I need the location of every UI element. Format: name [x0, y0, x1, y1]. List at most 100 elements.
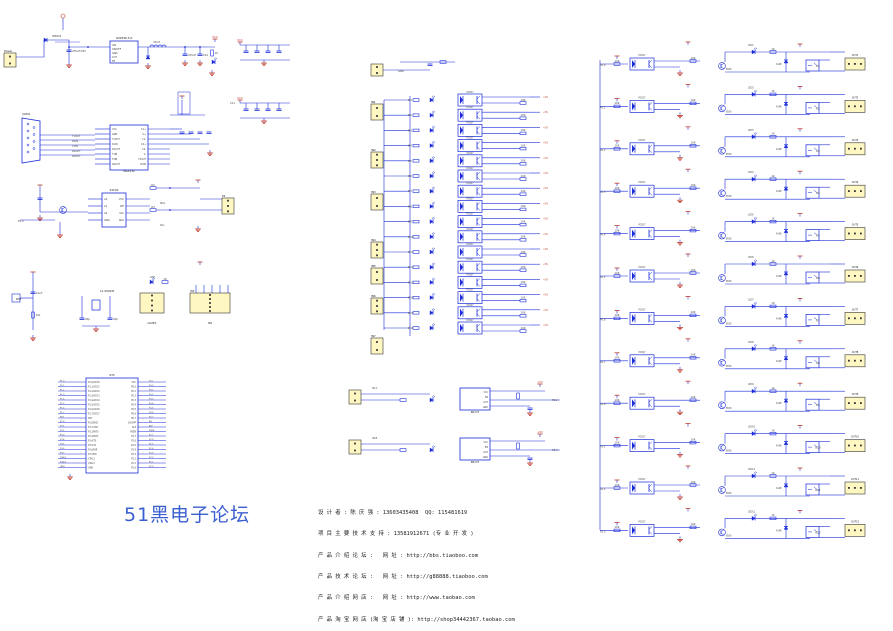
led-ray	[753, 386, 756, 389]
resistor	[399, 398, 407, 402]
eeprom-label: 24C02	[109, 188, 118, 192]
resistor-label: 10K	[520, 295, 525, 299]
relay-diode-label: 4148	[776, 529, 782, 532]
mcu-net-label: P3.3	[60, 435, 65, 437]
relay-output-label: OUT10	[851, 436, 860, 439]
relay-transistor-label: 8550	[726, 68, 732, 71]
rail-label: +5V	[543, 263, 549, 266]
led-ray	[431, 186, 434, 189]
mcu-pin-left: P1.6/ADC6	[88, 408, 100, 411]
relay-output-label: OUT7	[852, 308, 859, 311]
diode	[783, 314, 789, 318]
connector-block	[139, 292, 165, 314]
led	[429, 280, 434, 285]
reset-switch	[11, 293, 21, 303]
opto-row-label: IN3	[408, 129, 412, 132]
rail-label: +5V	[543, 248, 549, 251]
opto-led	[632, 144, 635, 153]
max232-pin-right: C1-	[142, 138, 146, 141]
led-ray	[753, 132, 756, 135]
resistor	[439, 60, 447, 64]
connector-block	[348, 389, 362, 405]
connector-block	[370, 103, 384, 121]
relay-led-label: LED9	[748, 383, 754, 386]
mcu-pin-right: P0.4	[131, 404, 136, 407]
junction-dot	[87, 46, 89, 48]
opto-transistor-leg	[648, 271, 653, 276]
serial-net-label: T1OUT	[72, 134, 81, 138]
opto-transistor-leg	[476, 171, 481, 176]
terminal-pin	[854, 63, 856, 65]
led-ray	[431, 125, 434, 129]
relay	[805, 441, 820, 453]
mcu-net-label: P2.6	[149, 439, 154, 441]
relay-transistor-label: 8550	[726, 238, 732, 241]
resistor-label: 1K	[771, 428, 775, 432]
capacitor-group	[177, 91, 191, 115]
junction-dot	[169, 209, 171, 211]
opto-transistor-leg	[648, 229, 653, 233]
6n137-label: 6N137	[471, 410, 480, 414]
rail-label: +5V	[543, 96, 549, 99]
eeprom-ic	[101, 192, 127, 228]
relay-output-label: OUT4	[852, 181, 859, 184]
optocoupler	[457, 200, 483, 213]
resistor-label: 10K	[614, 356, 619, 360]
relay-led-label: LED2	[748, 86, 754, 89]
mcu-net-label: P3.6	[60, 448, 65, 450]
terminal-pin	[854, 359, 856, 362]
mcu-ic	[85, 377, 139, 474]
relay-diode-label: 4148	[776, 402, 782, 405]
opto-transistor-leg	[648, 483, 653, 488]
optocoupler	[629, 269, 655, 283]
resistor	[613, 316, 621, 321]
relay-opto-label: PC817	[638, 181, 646, 184]
mcu-pin-left: P3.4/T0	[88, 440, 97, 443]
relay-label: K7	[816, 318, 820, 322]
optocoupler	[457, 215, 483, 228]
header-label: GATE1	[147, 321, 156, 325]
mcu-pin-left: P1.2/ADC2	[88, 390, 100, 393]
rail-label: +5V	[543, 142, 549, 145]
transistor	[59, 206, 67, 214]
opto-led	[632, 399, 635, 408]
opto-transistor-leg	[476, 293, 481, 297]
resistor-label: 10K	[520, 311, 525, 315]
mcu-net-label: P1.2	[60, 390, 65, 392]
terminal-pin	[848, 275, 850, 277]
relay-contact	[813, 444, 818, 448]
optocoupler	[629, 524, 655, 537]
component-layer	[3, 13, 866, 538]
led-ray	[431, 292, 434, 296]
opto-row-label: IN12	[408, 266, 414, 269]
opto-transistor-leg	[476, 217, 481, 221]
relay-transistor-label: 8550	[726, 534, 732, 537]
resistor	[519, 298, 527, 303]
resistor	[519, 192, 527, 196]
max232-label: MAX232	[123, 169, 135, 173]
regulator-ic	[109, 40, 139, 64]
mcu-pin-left: P3.7/RD	[88, 453, 97, 456]
resistor	[412, 113, 420, 117]
resistor-label: 10K	[690, 141, 695, 145]
relay-output-label: OUT12	[851, 520, 860, 523]
rail-label: +5V	[543, 202, 549, 205]
resistor	[769, 135, 777, 139]
reset-label: RST	[16, 297, 22, 301]
led-ray	[753, 259, 756, 262]
led-ray	[433, 308, 435, 311]
led	[149, 279, 154, 285]
connector-label: IN5	[371, 264, 376, 268]
terminal-pin	[854, 444, 856, 447]
resistor-label: 1K	[771, 301, 775, 305]
crystal	[91, 299, 101, 311]
led	[429, 234, 434, 240]
relay-diode-label: 4148	[776, 317, 782, 320]
resistor-label: 1K	[771, 174, 775, 178]
relay-input-net: P0.0	[600, 63, 606, 67]
resistor-label: 10K	[690, 225, 695, 229]
optocoupler	[629, 396, 655, 410]
mcu-pin-right: P0.2	[131, 395, 136, 398]
opto-transistor-leg	[476, 268, 481, 272]
connector-pin	[151, 309, 153, 312]
